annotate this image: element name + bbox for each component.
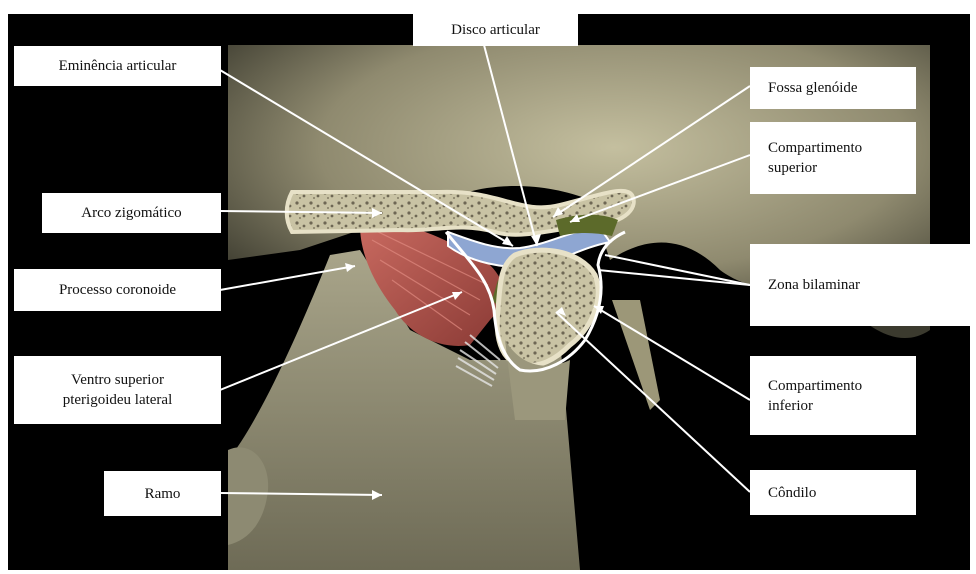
label-compartimento-inferior-line1: Compartimento (768, 376, 862, 396)
label-compartimento-inferior-line2: inferior (768, 396, 813, 416)
label-ventro-superior-line1: Ventro superior (71, 370, 164, 390)
label-eminencia-articular: Eminência articular (14, 46, 221, 86)
label-zona-bilaminar: Zona bilaminar (750, 244, 976, 326)
label-condilo: Côndilo (750, 470, 916, 515)
label-eminencia-articular-text: Eminência articular (59, 56, 177, 76)
label-compartimento-superior-line1: Compartimento (768, 138, 862, 158)
label-disco-articular: Disco articular (413, 14, 578, 46)
label-compartimento-inferior: Compartimento inferior (750, 356, 916, 435)
label-processo-coronoide-text: Processo coronoide (59, 280, 176, 300)
label-fossa-glenoide-text: Fossa glenóide (768, 78, 858, 98)
label-ventro-superior: Ventro superior pterigoideu lateral (14, 356, 221, 424)
label-processo-coronoide: Processo coronoide (14, 269, 221, 311)
label-ramo: Ramo (104, 471, 221, 516)
label-zona-bilaminar-text: Zona bilaminar (768, 275, 860, 295)
label-condilo-text: Côndilo (768, 483, 816, 503)
label-disco-articular-text: Disco articular (451, 20, 540, 40)
label-ventro-superior-line2: pterigoideu lateral (63, 390, 173, 410)
superior-compartment (556, 215, 618, 236)
label-compartimento-superior: Compartimento superior (750, 122, 916, 194)
label-arco-zigomatico: Arco zigomático (42, 193, 221, 233)
label-arco-zigomatico-text: Arco zigomático (81, 203, 181, 223)
label-compartimento-superior-line2: superior (768, 158, 817, 178)
label-fossa-glenoide: Fossa glenóide (750, 67, 916, 109)
label-ramo-text: Ramo (145, 484, 181, 504)
